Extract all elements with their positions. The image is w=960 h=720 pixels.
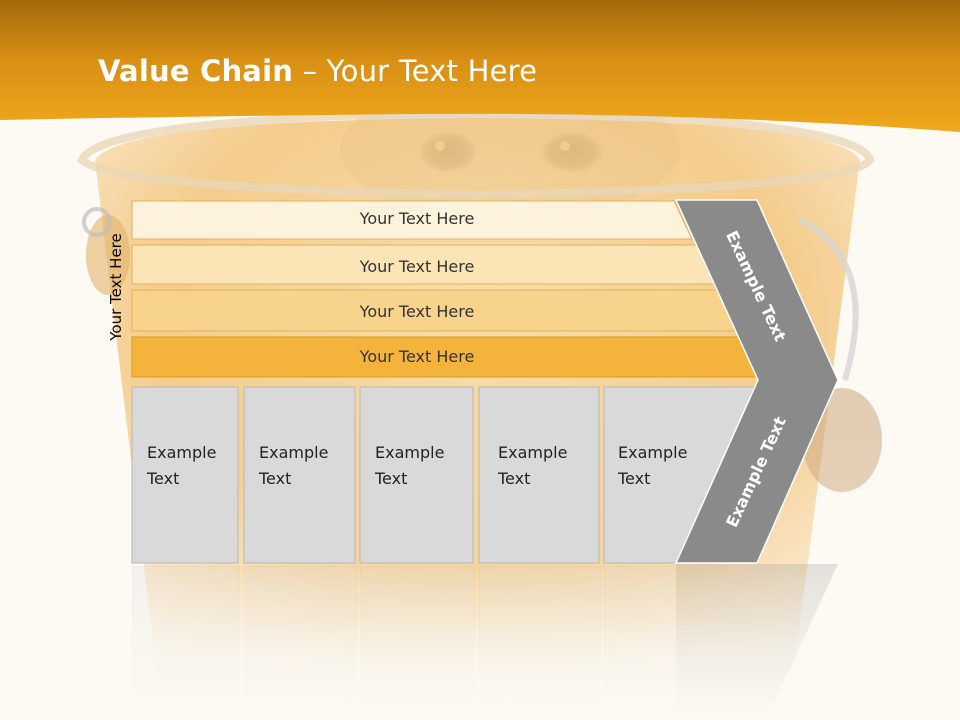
box-label-5-line2: Text (618, 469, 651, 488)
chain-box-4 (478, 386, 600, 564)
box-label-5: Example Text (618, 440, 714, 492)
slide-title-bold: Value Chain (98, 54, 294, 88)
slide-title-rest: – Your Text Here (293, 54, 538, 88)
box-label-4: Example Text (498, 440, 594, 492)
box-label-3: Example Text (375, 440, 471, 492)
chain-arrow (674, 199, 839, 564)
box-label-5-line1: Example (618, 443, 688, 462)
box-label-2-line1: Example (259, 443, 329, 462)
chain-bar-1 (131, 200, 693, 240)
box-label-2-line2: Text (259, 469, 292, 488)
bar-label-3: Your Text Here (359, 302, 475, 321)
box-label-3-line1: Example (375, 443, 445, 462)
header-band (0, 0, 960, 132)
box-label-4-line2: Text (498, 469, 531, 488)
bar-label-1: Your Text Here (359, 209, 475, 228)
slide-title: Value Chain – Your Text Here (98, 54, 537, 88)
chain-box-3 (359, 386, 474, 564)
box-label-2: Example Text (259, 440, 355, 492)
bar-label-4: Your Text Here (359, 347, 475, 366)
chain-box-2 (243, 386, 356, 564)
box-label-4-line1: Example (498, 443, 568, 462)
chain-box-1 (131, 386, 239, 564)
bar-label-2: Your Text Here (359, 257, 475, 276)
box-label-1-line2: Text (147, 469, 180, 488)
box-label-1-line1: Example (147, 443, 217, 462)
box-label-3-line2: Text (375, 469, 408, 488)
box-label-1: Example Text (147, 440, 243, 492)
